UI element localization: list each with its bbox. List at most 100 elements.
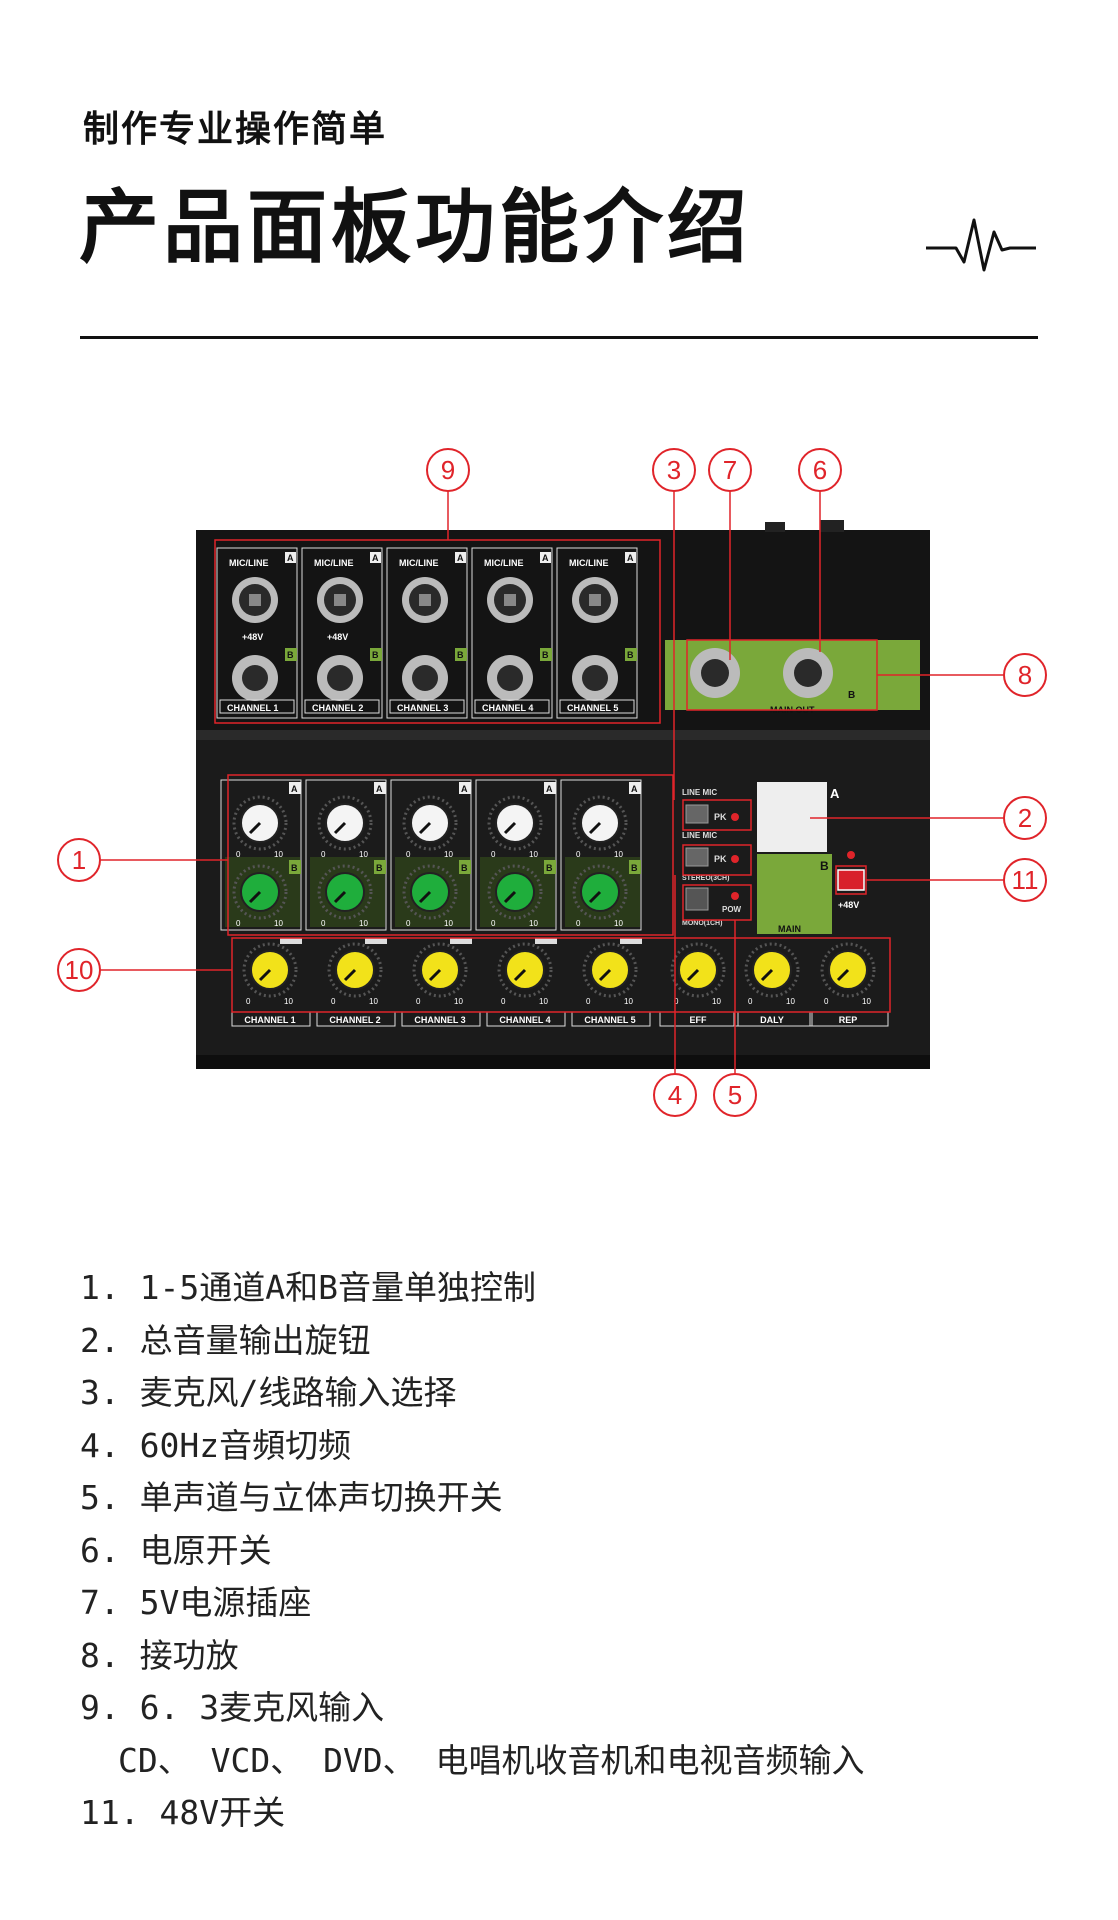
phantom-label: +48V bbox=[327, 632, 348, 642]
input-channel-frame bbox=[556, 547, 638, 719]
knob-scale-max: 10 bbox=[712, 997, 721, 1006]
knob-b-volume-pointer bbox=[503, 890, 517, 904]
link-indicator bbox=[450, 938, 472, 944]
callout-number: 6 bbox=[813, 455, 827, 485]
channel-strip-frame bbox=[560, 779, 642, 931]
knob-scale-max: 10 bbox=[274, 850, 283, 859]
knob-scale-max: 10 bbox=[284, 997, 293, 1006]
feature-item: 11. 48V开关 bbox=[80, 1793, 286, 1832]
bottom-label: CHANNEL 4 bbox=[499, 1015, 550, 1025]
row-b-tag-box bbox=[370, 648, 382, 661]
bottom-label: EFF bbox=[690, 1015, 708, 1025]
knob-scale-max: 10 bbox=[274, 919, 283, 928]
bottom-label: DALY bbox=[760, 1015, 784, 1025]
phantom-led bbox=[847, 851, 855, 859]
callout-box-10 bbox=[231, 937, 891, 1013]
knob-scale-min: 0 bbox=[416, 997, 421, 1006]
knob-a-tag-box bbox=[374, 782, 386, 794]
row-b-tag-box bbox=[540, 648, 552, 661]
knob-effect-7-scale bbox=[744, 942, 800, 998]
callout-circle bbox=[57, 838, 101, 882]
pk-led-1 bbox=[731, 813, 739, 821]
knob-scale-min: 0 bbox=[321, 919, 326, 928]
knob-scale-max: 10 bbox=[539, 997, 548, 1006]
main-out-jack-hole bbox=[794, 659, 822, 687]
knob-scale-max: 10 bbox=[862, 997, 871, 1006]
bottom-label: CHANNEL 3 bbox=[414, 1015, 465, 1025]
knob-a-volume-scale bbox=[487, 795, 543, 851]
knob-a-volume-scale bbox=[572, 795, 628, 851]
channel-label-box bbox=[304, 699, 380, 714]
jack-b-hole bbox=[327, 665, 353, 691]
main-b-panel bbox=[757, 854, 832, 934]
channel-label: CHANNEL 1 bbox=[227, 703, 278, 713]
knob-scale-max: 10 bbox=[444, 850, 453, 859]
knob-a-volume-scale bbox=[232, 795, 288, 851]
knob-b-volume-scale bbox=[487, 864, 543, 920]
knob-scale-max: 10 bbox=[529, 850, 538, 859]
main-out-jack-hole bbox=[701, 659, 729, 687]
row-a-tag: A bbox=[372, 553, 379, 563]
channel-label-box bbox=[219, 699, 295, 714]
callout-number: 10 bbox=[65, 955, 94, 985]
phantom-48v-button[interactable] bbox=[837, 869, 865, 891]
knob-b-tag: B bbox=[376, 863, 383, 873]
knob-effect-2-scale bbox=[327, 942, 383, 998]
feature-item: 9. 6. 3麦克风输入 bbox=[80, 1688, 385, 1727]
knob-effect-7-pointer bbox=[760, 968, 774, 982]
switch-pow: POW bbox=[722, 905, 742, 914]
callout-number: 4 bbox=[668, 1080, 682, 1110]
knob-scale-max: 10 bbox=[369, 997, 378, 1006]
knob-scale-min: 0 bbox=[586, 997, 591, 1006]
row-a-tag: A bbox=[542, 553, 549, 563]
knob-effect-3-scale bbox=[412, 942, 468, 998]
combo-jack-a-pin bbox=[249, 594, 261, 606]
feature-item: 6. 电原开关 bbox=[80, 1530, 272, 1570]
knob-effect-8-pointer bbox=[836, 968, 850, 982]
knob-b-volume-scale bbox=[232, 864, 288, 920]
switch-button-2[interactable] bbox=[685, 847, 709, 867]
link-indicator bbox=[535, 938, 557, 944]
main-b-tag: B bbox=[820, 859, 829, 873]
callout-number: 2 bbox=[1018, 803, 1032, 833]
row-b-tag-box bbox=[455, 648, 467, 661]
feature-item: 4. 60Hz音頻切频 bbox=[80, 1425, 352, 1465]
callout-number: 5 bbox=[728, 1080, 742, 1110]
knob-scale-min: 0 bbox=[321, 850, 326, 859]
knob-effect-2-pointer bbox=[343, 968, 357, 982]
channel-label-box bbox=[389, 699, 465, 714]
knob-a-tag: A bbox=[546, 784, 553, 794]
combo-jack-a-pin bbox=[334, 594, 346, 606]
knob-b-volume-pointer bbox=[333, 890, 347, 904]
knob-a-volume-scale bbox=[317, 795, 373, 851]
input-channel-frame bbox=[301, 547, 383, 719]
knob-scale-max: 10 bbox=[624, 997, 633, 1006]
row-a-tag-box bbox=[370, 552, 381, 563]
switch-button-3[interactable] bbox=[685, 887, 709, 911]
knob-scale-min: 0 bbox=[246, 997, 251, 1006]
knob-scale-min: 0 bbox=[406, 919, 411, 928]
callout-box-1 bbox=[227, 774, 674, 936]
knob-effect-1-pointer bbox=[258, 968, 272, 982]
link-indicator bbox=[620, 938, 642, 944]
switch-button-1[interactable] bbox=[685, 804, 709, 824]
knob-b-tag-box bbox=[629, 860, 641, 874]
feature-item: CD、 VCD、 DVD、 电唱机收音机和电视音频输入 bbox=[118, 1740, 865, 1780]
knob-effect-1-scale bbox=[242, 942, 298, 998]
bottom-label: CHANNEL 2 bbox=[329, 1015, 380, 1025]
row-b-tag: B bbox=[627, 650, 634, 660]
knob-scale-min: 0 bbox=[236, 919, 241, 928]
knob-b-tag-box bbox=[544, 860, 556, 874]
knob-scale-min: 0 bbox=[576, 850, 581, 859]
knob-a-volume-pointer bbox=[588, 821, 602, 835]
knob-scale-max: 10 bbox=[529, 919, 538, 928]
knob-scale-max: 10 bbox=[614, 850, 623, 859]
feature-item: 8. 接功放 bbox=[80, 1635, 239, 1675]
feature-item: 3. 麦克风/线路输入选择 bbox=[80, 1373, 457, 1412]
top-panel-edge bbox=[196, 730, 930, 740]
knob-b-volume-scale bbox=[572, 864, 628, 920]
jack-b-hole bbox=[242, 665, 268, 691]
bottom-label: REP bbox=[839, 1015, 858, 1025]
link-indicator bbox=[280, 938, 302, 944]
switch-pk-2: PK bbox=[714, 854, 727, 864]
